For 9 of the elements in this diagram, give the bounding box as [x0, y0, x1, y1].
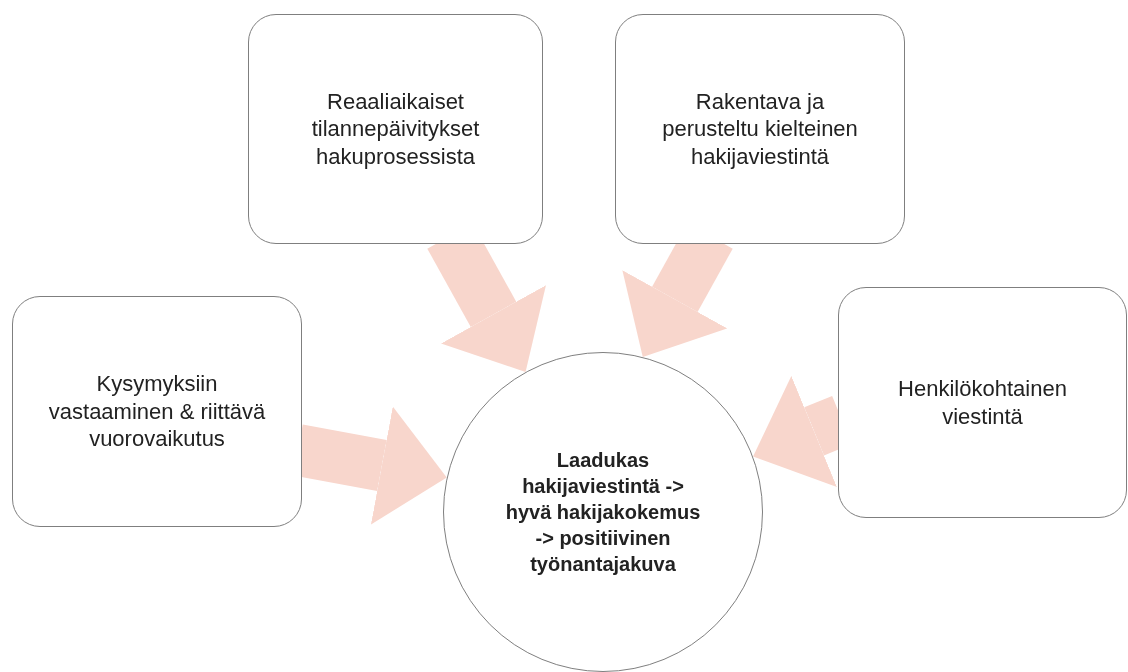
- node-text: Laadukas hakijaviestintä -> hyvä hakijakokemus -> positiivinen työnantajakuva: [504, 448, 702, 577]
- topic-box: [12, 296, 302, 527]
- node-text: Henkilökohtainen viestintä: [897, 375, 1068, 430]
- node-text: Reaaliaikaiset tilannepäivitykset hakuprosessista: [310, 87, 481, 171]
- topic-box: [615, 14, 905, 244]
- topic-box: [248, 14, 543, 244]
- node-text: Rakentava ja perusteltu kielteinen hakijaviestintä: [661, 87, 859, 171]
- topic-box: [838, 287, 1127, 518]
- node-text: Kysymyksiin vastaaminen & riittävä vuorovaikutus: [47, 370, 267, 453]
